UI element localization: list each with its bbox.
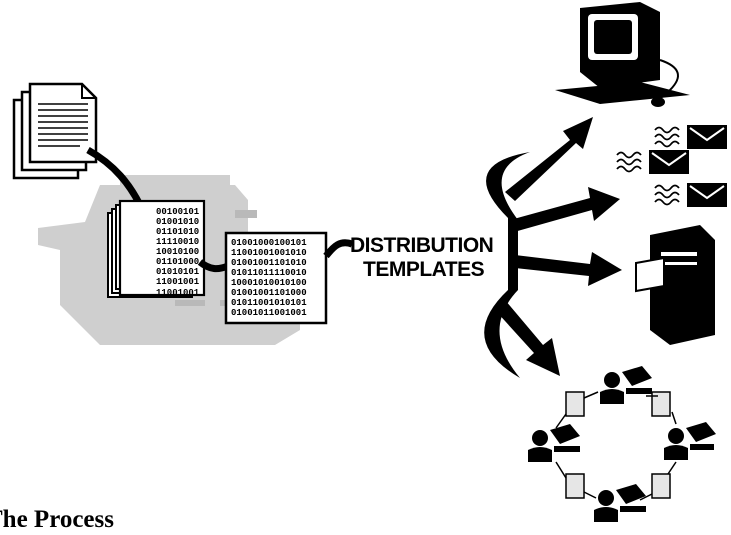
page-stack-binary-line: 10010100 <box>156 247 199 257</box>
output-to-templates-connector <box>323 239 354 259</box>
output-binary-line: 01001001101010 <box>231 258 307 268</box>
workstation-user-icon <box>528 424 580 462</box>
distribution-bracket <box>484 152 530 378</box>
network-link-lines <box>555 391 677 501</box>
arrow-to-computer <box>505 117 593 201</box>
workstation-user-icon <box>600 366 652 404</box>
email-envelope-icon <box>654 183 727 207</box>
network-document-icon <box>565 391 671 499</box>
page-stack-binary-line: 11001001 <box>156 277 200 287</box>
digital-page-stack: 00100101 01001010 01101010 11110010 1001… <box>107 199 206 298</box>
workstation-user-icon <box>664 422 716 460</box>
binary-output-page: 01001000100101 11001001001010 0100100110… <box>224 231 328 325</box>
paper-document-stack-icon <box>12 82 98 180</box>
document-to-scanner-connector <box>86 146 144 207</box>
desktop-computer-icon <box>555 2 690 107</box>
output-binary-line: 01011001010101 <box>231 298 307 308</box>
output-binary-line: 11001001001010 <box>231 248 307 258</box>
output-binary-line: 01011011110010 <box>231 268 307 278</box>
arrow-to-server <box>515 252 622 286</box>
output-binary-line: 01001001101000 <box>231 288 307 298</box>
page-stack-binary-line: 00100101 <box>156 207 200 217</box>
arrow-to-network <box>495 300 560 376</box>
page-stack-binary-line: 01010101 <box>156 267 200 277</box>
page-stack-binary-line: 11001001 <box>156 288 200 298</box>
page-stack-binary-line: 11110010 <box>156 237 199 247</box>
file-server-icon <box>635 225 715 345</box>
page-stack-binary-line: 01001010 <box>156 217 199 227</box>
distribution-templates-label-line2: TEMPLATES <box>363 258 485 281</box>
output-binary-line: 01001000100101 <box>231 238 307 248</box>
email-envelope-icon <box>616 150 689 174</box>
arrow-to-email <box>510 187 620 232</box>
email-envelope-icon <box>654 125 727 149</box>
output-binary-line: 10001010010100 <box>231 278 307 288</box>
figure-caption: The Process <box>0 506 114 533</box>
workstation-user-icon <box>594 484 646 522</box>
distribution-templates-label-line1: DISTRIBUTION <box>350 234 493 257</box>
network-workstations-icon <box>528 366 716 522</box>
page-stack-binary-line: 01101000 <box>156 257 199 267</box>
page-stack-binary-line: 01101010 <box>156 227 199 237</box>
output-binary-line: 01001011001001 <box>231 308 307 318</box>
